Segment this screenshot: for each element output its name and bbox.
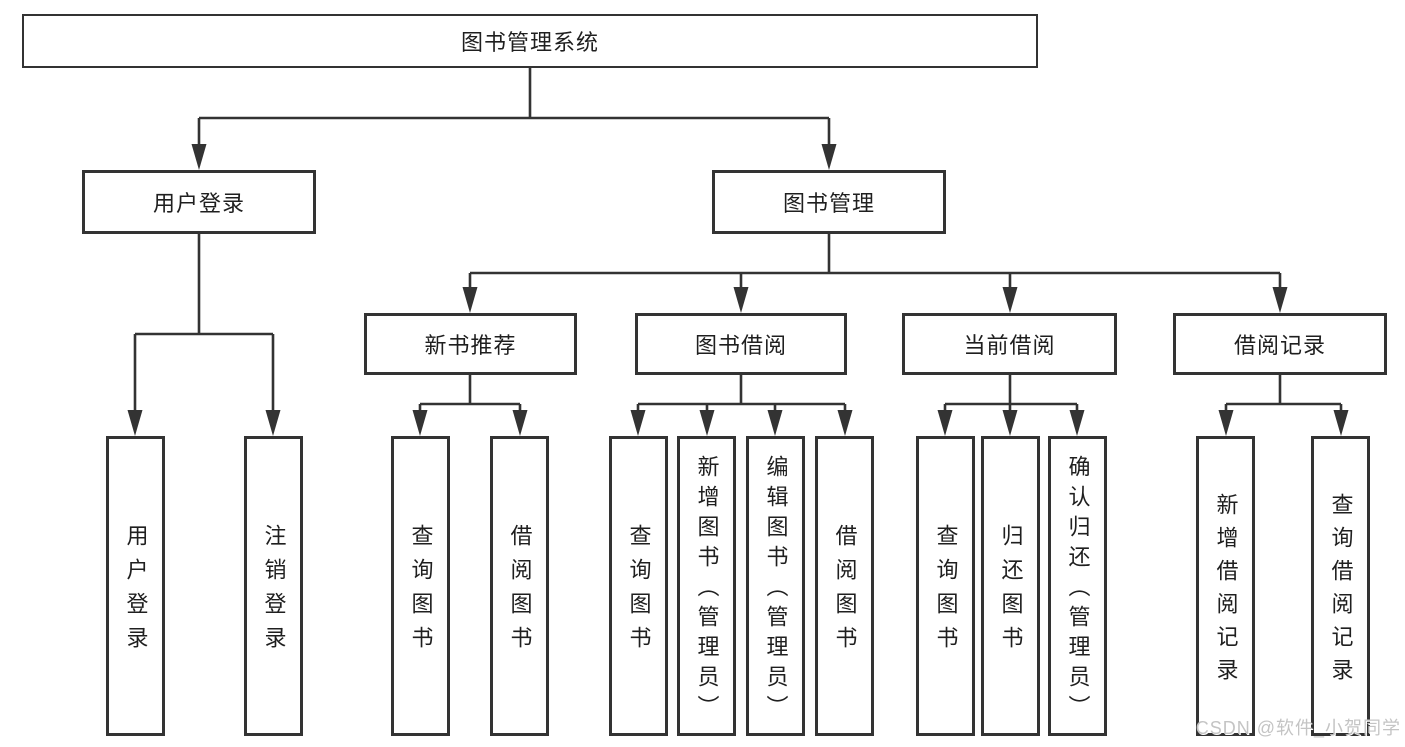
csdn-watermark: CSDN @软件_小贺同学: [1195, 718, 1401, 738]
leaf-user-login: 用户登录: [106, 436, 165, 736]
leaf-label: 借阅图书: [507, 524, 533, 660]
arrowhead: [1272, 287, 1288, 313]
node-label: 用户登录: [152, 191, 245, 216]
edge-current-borrow-to-leaves: [943, 375, 1079, 412]
arrowhead: [937, 410, 953, 436]
arrowhead: [1002, 287, 1018, 313]
arrowhead: [512, 410, 528, 436]
leaf-borrow-books-recommend: 借阅图书: [490, 436, 549, 736]
edge-borrow-records-to-leaves: [1224, 375, 1343, 412]
edge-book-borrow-to-leaves: [636, 375, 847, 412]
leaf-add-borrow-record: 新增借阅记录: [1196, 436, 1255, 736]
arrowhead: [265, 410, 281, 436]
node-current-borrow: 当前借阅: [902, 313, 1117, 375]
edge-lines: [133, 68, 1343, 412]
leaf-label: 查询图书: [933, 524, 959, 660]
leaf-label: 查询借阅记录: [1328, 492, 1354, 691]
node-label: 当前借阅: [963, 333, 1056, 358]
arrowheads: [127, 144, 1349, 436]
leaf-borrow-books-borrow: 借阅图书: [815, 436, 874, 736]
arrowhead: [127, 410, 143, 436]
node-library-management-system: 图书管理系统: [22, 14, 1038, 68]
node-label: 借阅记录: [1233, 333, 1326, 358]
arrowhead: [821, 144, 837, 170]
leaf-label: 借阅图书: [832, 524, 858, 660]
leaf-query-borrow-record: 查询借阅记录: [1311, 436, 1370, 736]
arrowhead: [1069, 410, 1085, 436]
leaf-edit-book-admin: 编辑图书（管理员）: [746, 436, 805, 736]
leaf-query-books-current: 查询图书: [916, 436, 975, 736]
arrowhead: [733, 287, 749, 313]
arrowhead: [699, 410, 715, 436]
leaf-label: 编辑图书（管理员）: [763, 455, 789, 725]
edge-user-login-to-leaves: [133, 234, 275, 412]
edge-book-management-to-level3: [468, 234, 1282, 289]
leaf-label: 用户登录: [123, 524, 149, 660]
arrowhead: [412, 410, 428, 436]
node-label: 图书借阅: [694, 333, 787, 358]
leaf-label: 注销登录: [261, 524, 287, 660]
arrowhead: [1333, 410, 1349, 436]
leaf-confirm-return-admin: 确认归还（管理员）: [1048, 436, 1107, 736]
arrowhead: [630, 410, 646, 436]
node-label: 图书管理: [782, 191, 875, 216]
leaf-add-book-admin: 新增图书（管理员）: [677, 436, 736, 736]
leaf-label: 确认归还（管理员）: [1065, 455, 1091, 725]
arrowhead: [1218, 410, 1234, 436]
arrowhead: [462, 287, 478, 313]
leaf-query-books-recommend: 查询图书: [391, 436, 450, 736]
node-label: 图书管理系统: [460, 30, 599, 55]
arrowhead: [191, 144, 207, 170]
node-borrow-records: 借阅记录: [1173, 313, 1387, 375]
edge-new-book-recommend-to-leaves: [418, 375, 522, 412]
leaf-query-books-borrow: 查询图书: [609, 436, 668, 736]
arrowhead: [837, 410, 853, 436]
arrowhead: [767, 410, 783, 436]
node-book-management: 图书管理: [712, 170, 946, 234]
node-new-book-recommend: 新书推荐: [364, 313, 577, 375]
node-book-borrow: 图书借阅: [635, 313, 847, 375]
arrowhead: [1002, 410, 1018, 436]
leaf-label: 新增图书（管理员）: [694, 455, 720, 725]
edge-root-to-level2: [197, 68, 831, 146]
node-user-login: 用户登录: [82, 170, 316, 234]
leaf-label: 归还图书: [998, 524, 1024, 660]
leaf-return-book: 归还图书: [981, 436, 1040, 736]
leaf-logout: 注销登录: [244, 436, 303, 736]
leaf-label: 查询图书: [626, 524, 652, 660]
node-label: 新书推荐: [424, 333, 517, 358]
leaf-label: 新增借阅记录: [1213, 492, 1239, 691]
leaf-label: 查询图书: [408, 524, 434, 660]
